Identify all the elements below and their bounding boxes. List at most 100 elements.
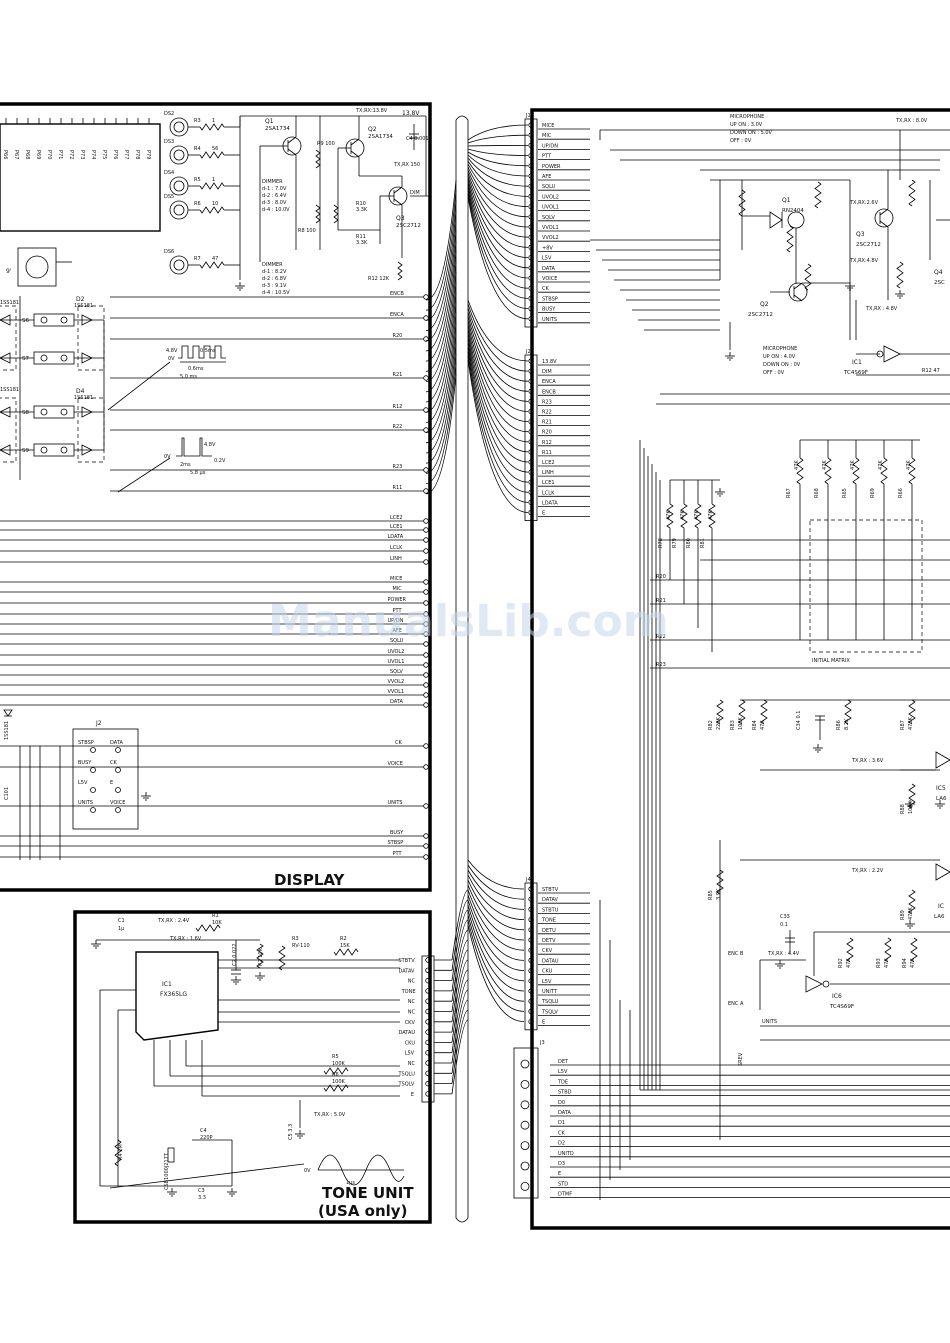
crystal-icon: [167, 1147, 175, 1163]
connector-pin-label: D3: [558, 1161, 565, 1167]
bus-signal-label: STBSP: [388, 840, 404, 846]
led-icon: [169, 200, 189, 220]
resistor: [908, 889, 916, 915]
connector-pin: [528, 978, 534, 984]
harness-wire: [451, 939, 469, 1012]
pullup-res-ref: R80: [686, 538, 692, 548]
connector-pin: [520, 1080, 530, 1089]
led-ref: DS6: [164, 249, 174, 255]
led-res-ref: R6: [194, 201, 201, 207]
led-res-val: 56: [212, 146, 218, 152]
svg-text:MICROPHONE: MICROPHONE: [730, 114, 764, 120]
tone-pin-label: NC: [408, 979, 416, 985]
matrix-res-val: 47K: [822, 460, 828, 470]
harness-wire: [467, 351, 529, 493]
tone-c5-label: C5 3.3: [288, 1124, 294, 1140]
bus-signal-label: R22: [393, 424, 403, 430]
waveform-2: 0V 4.8V 2ms 5.8 μs 0.2V: [117, 437, 226, 493]
svg-text:5.0 ms: 5.0 ms: [180, 374, 197, 380]
harness-wire: [467, 355, 529, 503]
bus-signal-label: LCE2: [390, 515, 403, 521]
connector-pin-label: VVOL2: [542, 235, 559, 241]
bus-terminal: [423, 764, 429, 770]
switch-contact: [40, 354, 48, 362]
harness-wire: [467, 359, 529, 513]
tone-pin-label: TSQLU: [398, 1071, 416, 1077]
lower-res-ref: R83: [730, 720, 736, 730]
connector-pin: [528, 204, 534, 210]
resistor: [716, 869, 724, 895]
mic-note-a: MICROPHONE UP ON : 3.0V DOWN ON : 5.0V O…: [730, 114, 773, 144]
bus-terminal: [423, 833, 429, 839]
connector-pin: [528, 285, 534, 291]
units-label: UNITS: [762, 1019, 777, 1025]
r10-value: 3.3K: [356, 207, 368, 213]
tone-crystal-label: CSB1000J217T: [164, 1152, 170, 1190]
resistor: [694, 503, 702, 529]
harness-wire: [451, 1019, 469, 1094]
connector-pin: [528, 1018, 534, 1025]
bus-terminal: [423, 743, 429, 749]
harness-wire: [425, 220, 457, 342]
connector-pin-label: D2: [558, 1141, 565, 1147]
main-ic5: IC5 LA6: [935, 751, 950, 802]
bus-terminal: [423, 631, 429, 637]
r8-label: R8 100: [298, 228, 316, 234]
lcd-pin-label: P77: [123, 150, 129, 159]
connector-pin: [528, 937, 534, 943]
harness-wire: [467, 319, 529, 412]
connector-pin-label: TSQLV: [541, 1009, 558, 1015]
svg-text:0V: 0V: [164, 454, 171, 460]
tone-c2-label: C2 0.022: [232, 943, 238, 966]
svg-text:IC5: IC5: [936, 785, 946, 792]
bus-terminal: [423, 294, 429, 300]
connector-pin: [528, 906, 534, 913]
connector-pin-label: L5V: [78, 780, 88, 786]
main-j2-connector: J213.8VDIMENCAENCBR23R22R21R20R12R11LCE2…: [524, 349, 590, 522]
connector-pin: [528, 408, 534, 415]
svg-text:Q3: Q3: [856, 231, 865, 238]
resistor: [880, 457, 888, 485]
harness-wire: [467, 335, 529, 453]
dim-label: DIM: [410, 190, 420, 196]
harness-wire: [425, 230, 457, 352]
lcd-pin-label: P73: [79, 150, 85, 159]
switch-ref: S8: [22, 410, 29, 416]
q2-ref: Q2: [368, 126, 377, 133]
tone-r5-val: 100K: [332, 1061, 346, 1067]
lower-res-val: 100K: [908, 800, 914, 814]
connector-pin: [528, 224, 534, 230]
led-icon: [169, 255, 189, 275]
resistor: [908, 457, 916, 485]
txrx-150-label: TX,RX 150: [393, 162, 420, 168]
harness-wire: [467, 157, 529, 187]
tone-pin-label: CKU: [405, 1040, 416, 1046]
tone-connector-pin: [425, 1060, 431, 1066]
connector-pin: [528, 988, 534, 994]
harness-wire: [451, 889, 469, 961]
connector-pin-label: VOICE: [542, 276, 557, 282]
harness-wire: [451, 989, 469, 1064]
switch-contact: [60, 316, 68, 324]
bus-signal-label: R12: [393, 404, 403, 410]
bus-signal-label: R20: [393, 333, 403, 339]
matrix-res-ref: R68: [814, 488, 820, 498]
lower-res-ref: R87: [900, 720, 906, 730]
harness-wire: [467, 181, 529, 269]
bus-terminal: [423, 692, 429, 698]
tone-pin-label: TSQLV: [398, 1082, 415, 1088]
lcd-pin-label: P79: [145, 150, 151, 159]
bus-signal-label: LDATA: [388, 534, 404, 540]
svg-text:DOWN ON : 0V: DOWN ON : 0V: [763, 362, 801, 368]
tone-pin-label: DATAU: [399, 1030, 416, 1036]
connector-pin-label: CK: [558, 1130, 565, 1136]
led-res-ref: R7: [194, 256, 201, 262]
tone-pin-label: NC: [408, 1061, 416, 1067]
svg-text:2ms: 2ms: [180, 462, 191, 468]
main-j1-connector: J1MICEMICUP/DNPTTPOWERAFESQLUUVOL2UVOL1S…: [524, 113, 590, 328]
svg-text:Q2: Q2: [760, 301, 769, 308]
connector-pin: [528, 163, 534, 169]
connector-pin: [90, 747, 96, 753]
